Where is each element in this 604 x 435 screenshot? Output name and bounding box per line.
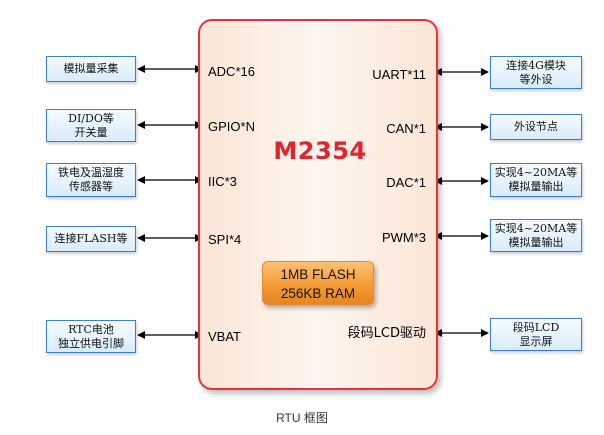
box-label: 显示屏	[519, 334, 553, 348]
box-label: 等外设	[519, 72, 553, 86]
diagram-caption: RTU 框图	[276, 411, 328, 425]
pin-uart: UART*11	[372, 67, 426, 82]
box-label: 段码LCD	[512, 320, 560, 334]
box-flash: 连接FLASH等	[46, 226, 136, 252]
box-label: RTC电池	[68, 322, 114, 336]
box-rtc-battery: RTC电池 独立供电引脚	[46, 320, 136, 353]
pin-can: CAN*1	[386, 121, 426, 136]
box-peripheral-node: 外设节点	[490, 114, 582, 140]
box-label: 连接FLASH等	[54, 232, 128, 245]
box-dac-output: 实现4~20MA等 模拟量输出	[490, 163, 582, 197]
memory-ram: 256KB RAM	[280, 286, 356, 301]
box-label: 连接4G模块	[506, 58, 566, 72]
box-lcd-display: 段码LCD 显示屏	[490, 318, 582, 351]
box-4g-module: 连接4G模块 等外设	[490, 56, 582, 89]
memory-flash: 1MB FLASH	[280, 267, 356, 282]
box-label: 模拟量输出	[508, 235, 564, 249]
box-label: 铁电及温湿度	[58, 166, 124, 179]
pin-dac: DAC*1	[386, 175, 426, 190]
box-sensors: 铁电及温湿度 传感器等	[46, 163, 136, 197]
box-label: DI/DO等	[68, 111, 114, 125]
pin-adc: ADC*16	[208, 64, 255, 79]
box-label: 独立供电引脚	[58, 336, 124, 350]
box-label: 实现4~20MA等	[494, 221, 578, 235]
pin-gpio: GPIO*N	[208, 119, 255, 134]
box-digital-io: DI/DO等 开关量	[46, 109, 136, 142]
box-analog-input: 模拟量采集	[46, 56, 136, 82]
memory-block: 1MB FLASH 256KB RAM	[262, 261, 374, 305]
pin-iic: IIC*3	[208, 174, 237, 189]
chip-title: M2354	[273, 137, 367, 165]
pin-lcd-driver: 段码LCD驱动	[347, 326, 426, 341]
pin-pwm: PWM*3	[381, 230, 426, 245]
pin-vbat: VBAT	[208, 329, 241, 344]
box-label: 开关量	[74, 125, 108, 139]
box-label: 外设节点	[514, 120, 558, 133]
mcu-chip: M2354 ADC*16 GPIO*N IIC*3 SPI*4 VBAT UAR…	[198, 19, 438, 390]
box-pwm-output: 实现4~20MA等 模拟量输出	[490, 219, 582, 252]
pin-spi: SPI*4	[208, 232, 242, 247]
box-label: 传感器等	[69, 180, 113, 193]
box-label: 实现4~20MA等	[494, 166, 578, 179]
box-label: 模拟量输出	[508, 180, 564, 193]
box-label: 模拟量采集	[63, 62, 119, 75]
